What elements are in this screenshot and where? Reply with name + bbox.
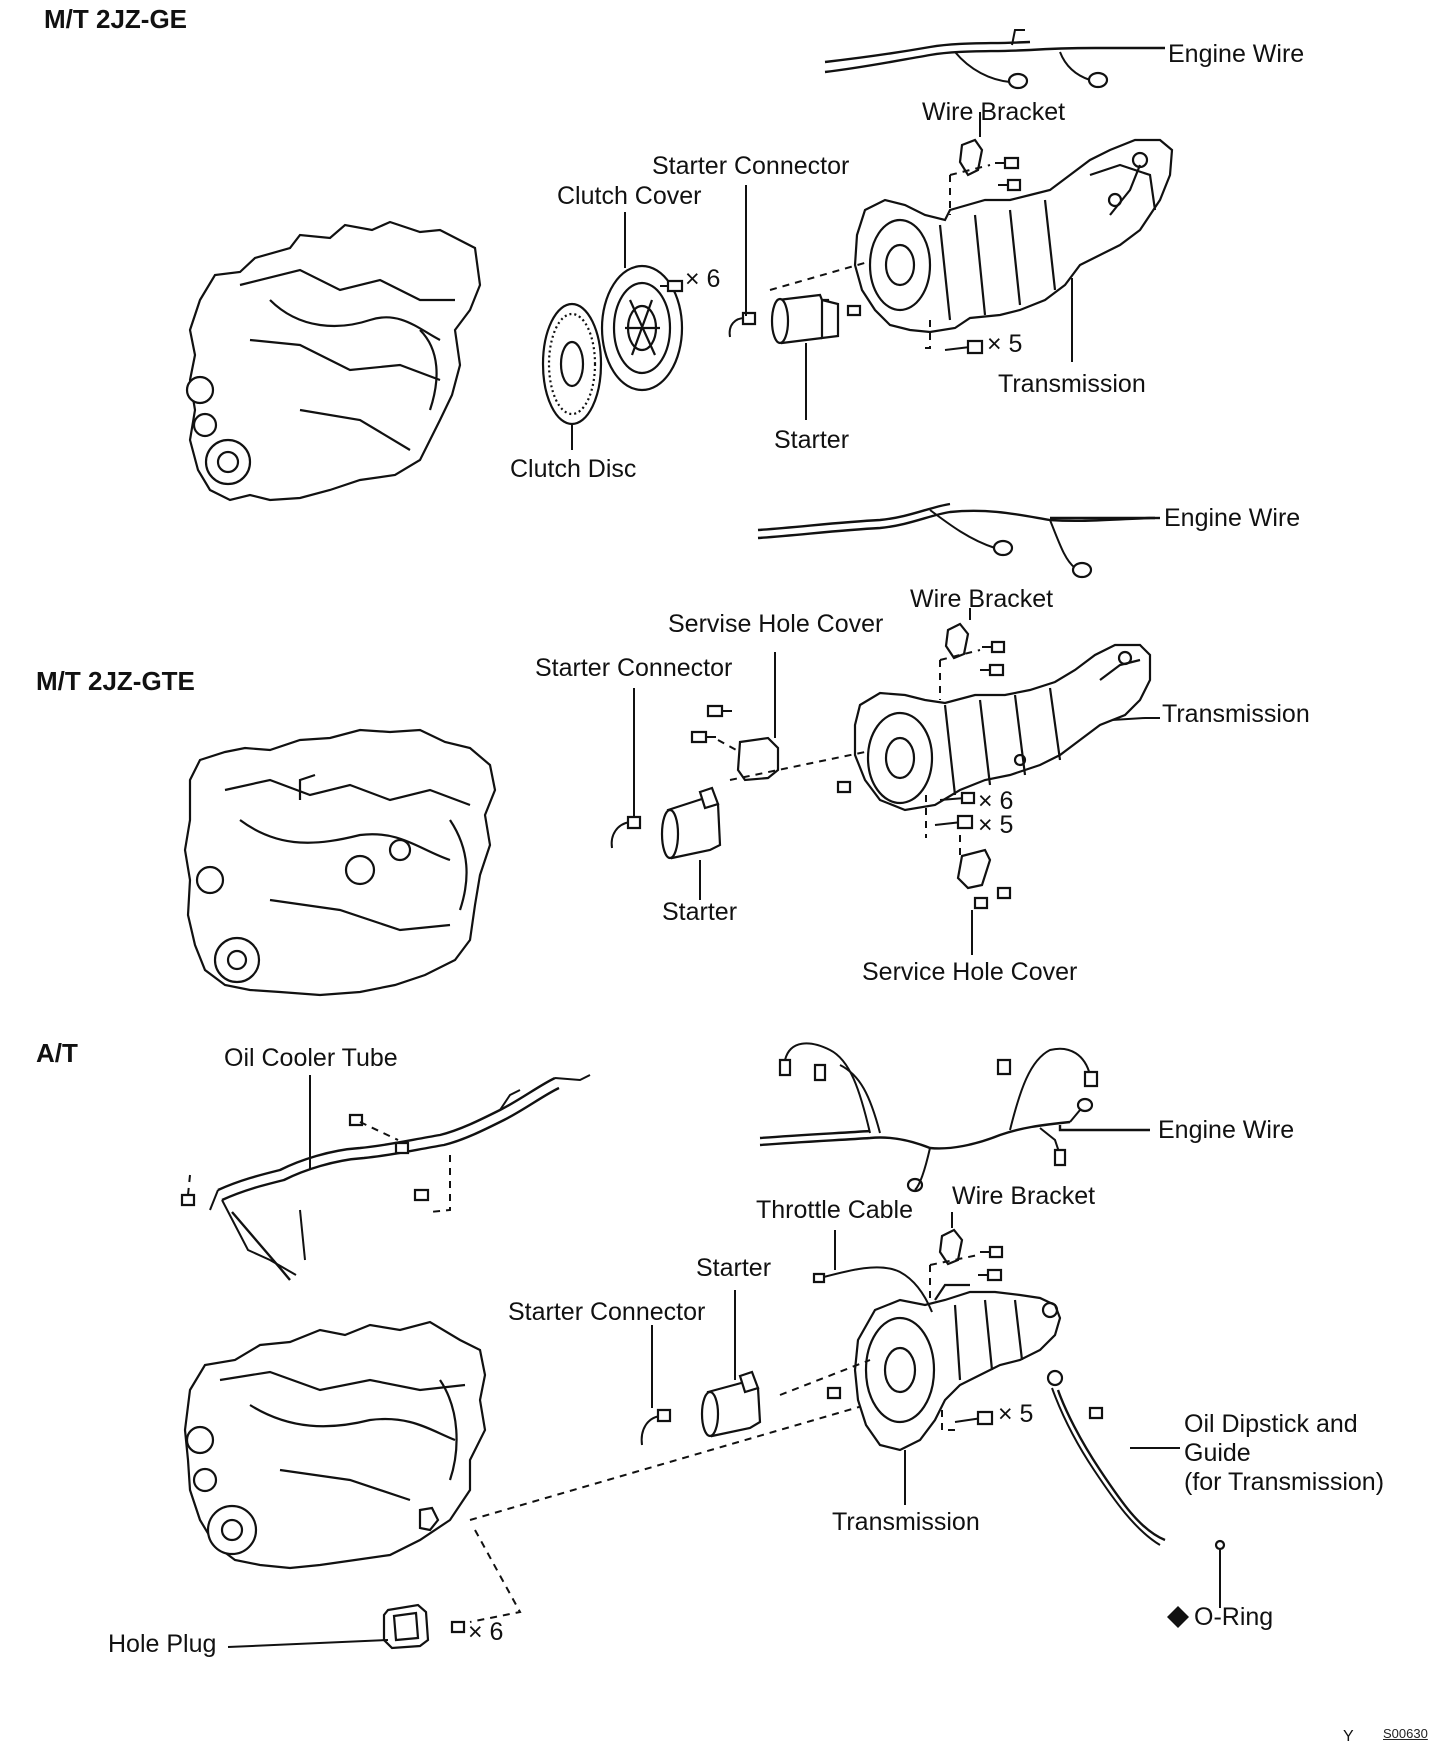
label-clutch-cover-s1: Clutch Cover (557, 182, 702, 210)
dash-tube-bolt-s3 (359, 1121, 399, 1141)
oil-dipstick-s3 (1046, 1369, 1226, 1551)
dash-tube-left-s3 (187, 1174, 191, 1196)
wire-bracket-s3 (938, 1228, 1004, 1282)
starter-s2 (660, 786, 722, 860)
label-wire-bracket-s3: Wire Bracket (952, 1182, 1096, 1210)
label-starter-connector-s2: Starter Connector (535, 654, 733, 682)
dash-plug-s3 (469, 1529, 522, 1623)
label-wire-bracket-s1: Wire Bracket (922, 98, 1066, 126)
footer-code: S00630 (1383, 1726, 1428, 1741)
dash-engine-to-trans-s3 (469, 1397, 891, 1521)
dash-cover-bolts-s2 (717, 739, 741, 753)
starter-connector-s1 (728, 311, 757, 338)
dash-bolts-s3 (941, 1410, 955, 1431)
oil-cooler-tube-s3 (180, 1074, 591, 1281)
bolts-x5-s1 (944, 339, 984, 355)
filled-diamond-icon (1167, 1606, 1189, 1628)
clutch-cover (600, 264, 684, 392)
leader-transmission-s2 (1111, 717, 1160, 721)
leader-engine-wire-s3 (1058, 1125, 1150, 1132)
bolt-x6-s1 (660, 279, 684, 293)
dash-starter-to-trans-s3 (779, 1359, 871, 1396)
label-transmission-s3: Transmission (832, 1508, 980, 1536)
bolts-x6-s3 (450, 1620, 466, 1634)
transmission-s3 (853, 1283, 1062, 1452)
starter-s1 (770, 293, 840, 345)
label-dipstick-line1-s3: Oil Dipstick and (1184, 1410, 1358, 1438)
label-clutch-disc-s1: Clutch Disc (510, 455, 637, 483)
dash-bracket2-s3 (929, 1254, 979, 1266)
engine-block-2jzgte (183, 728, 497, 997)
hole-plug-s3 (382, 1603, 430, 1650)
bolts-x6-s2 (939, 791, 976, 805)
wire-bracket-s1 (958, 138, 1022, 192)
label-hole-plug-s3: Hole Plug (108, 1630, 217, 1658)
dash-tube-bolt2-s3 (429, 1155, 451, 1213)
dash-cover-to-trans-s2 (729, 751, 866, 781)
bolts-x5-s2 (934, 814, 974, 830)
engine-block-at (183, 1320, 487, 1570)
service-hole-cover-s2 (956, 848, 1012, 910)
bolt-starter-s1 (846, 304, 862, 317)
label-starter-s2: Starter (662, 898, 738, 926)
label-qty-x5-s3: × 5 (998, 1400, 1034, 1428)
label-qty-x6-s3: × 6 (468, 1618, 504, 1646)
transmission-s1 (853, 138, 1174, 334)
starter-s3 (700, 1370, 762, 1438)
label-engine-wire-s2: Engine Wire (1164, 504, 1301, 532)
engine-block-2jzge (185, 220, 482, 502)
dash-bolt-s1 (925, 320, 931, 349)
label-throttle-cable-s3: Throttle Cable (756, 1196, 914, 1224)
engine-wire-s2 (757, 502, 1160, 579)
bolt-left-s2 (836, 780, 852, 794)
dash-bracket2-s1 (949, 164, 991, 176)
label-starter-connector-s1: Starter Connector (652, 152, 850, 180)
label-qty-x6-s2: × 6 (978, 787, 1014, 815)
servise-hole-cover-s2 (690, 704, 780, 782)
label-transmission-s2: Transmission (1162, 700, 1310, 728)
label-dipstick-line2-s3: Guide (1184, 1439, 1251, 1467)
clutch-disc (541, 302, 603, 426)
section-title-mt-2jzgte: M/T 2JZ-GTE (36, 666, 195, 696)
bolts-x5-s3 (954, 1410, 994, 1426)
transmission-s2 (853, 643, 1152, 812)
label-transmission-s1: Transmission (998, 370, 1146, 398)
label-engine-wire-s1: Engine Wire (1168, 40, 1305, 68)
label-dipstick-line3-s3: (for Transmission) (1184, 1468, 1385, 1496)
section-title-mt-2jzge: M/T 2JZ-GE (44, 4, 188, 34)
section-title-at: A/T (36, 1038, 78, 1068)
wire-bracket-s2 (944, 622, 1006, 677)
label-service-hole-cover-s2: Service Hole Cover (862, 958, 1078, 986)
footer-mark: Y (1343, 1728, 1354, 1745)
dash-bracket2-s2 (939, 649, 981, 661)
label-qty-x5-s1: × 5 (987, 330, 1023, 358)
label-engine-wire-s3: Engine Wire (1158, 1116, 1295, 1144)
label-servise-hole-cover-s2: Servise Hole Cover (668, 610, 884, 638)
starter-connector-s3 (640, 1408, 672, 1446)
dash-starter-to-trans-s1 (769, 261, 869, 291)
bolt-starter-s3 (826, 1386, 842, 1400)
label-qty-x5-s2: × 5 (978, 811, 1014, 839)
label-starter-s3: Starter (696, 1254, 772, 1282)
label-starter-connector-s3: Starter Connector (508, 1298, 706, 1326)
engine-wire-s1 (824, 29, 1165, 90)
label-oil-cooler-tube-s3: Oil Cooler Tube (224, 1044, 398, 1072)
label-qty-x6-s1: × 6 (685, 265, 721, 293)
label-wire-bracket-s2: Wire Bracket (910, 585, 1054, 613)
label-starter-s1: Starter (774, 426, 850, 454)
throttle-cable-s3 (812, 1266, 933, 1313)
starter-connector-s2 (610, 815, 642, 849)
leader-hole-plug-s3 (227, 1639, 389, 1648)
engine-wire-s3 (759, 1042, 1099, 1193)
label-o-ring-s3: O-Ring (1194, 1603, 1274, 1631)
